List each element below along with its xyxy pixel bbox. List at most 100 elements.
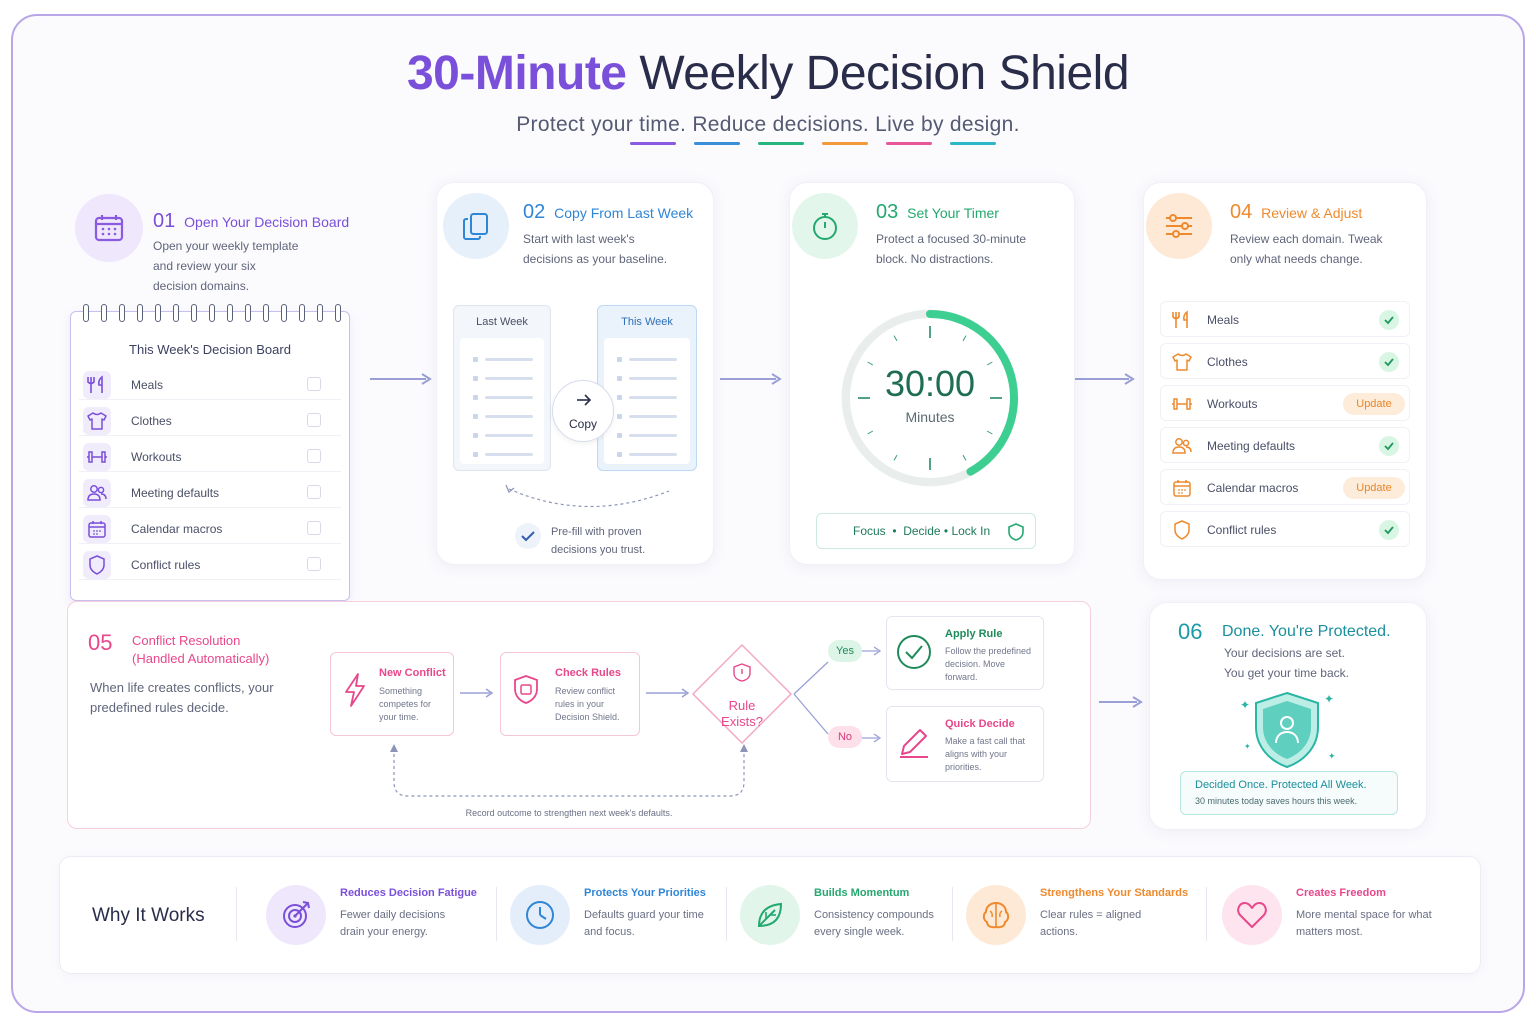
ring (155, 304, 161, 322)
board-row-label: Workouts (131, 450, 182, 464)
quick-decide-desc: Make a fast call that aligns with your p… (945, 736, 1026, 772)
doc-line (629, 396, 677, 399)
calendar-icon (1169, 475, 1195, 501)
checkmark-icon (1379, 310, 1399, 330)
ring (263, 304, 269, 322)
focus-bar: Focus • Decide • Lock In (816, 513, 1036, 549)
copy-button[interactable]: Copy (552, 380, 614, 442)
loop-note: Record outcome to strengthen next week's… (465, 808, 673, 818)
calendar-icon (83, 515, 111, 543)
board-row-conflict-rules[interactable]: Conflict rules (79, 548, 341, 580)
review-row-workouts[interactable]: Workouts Update (1160, 385, 1410, 421)
timer-tick (867, 361, 874, 366)
why-divider (496, 887, 497, 941)
step-04-card: 04 Review & Adjust Review each domain. T… (1143, 182, 1427, 580)
clock-icon (510, 885, 570, 945)
update-badge[interactable]: Update (1343, 477, 1405, 499)
arrow-5-to-6 (1099, 696, 1143, 708)
doc-bullet (473, 414, 478, 419)
svg-text:✦: ✦ (1328, 752, 1336, 762)
no-badge: No (828, 726, 862, 748)
row-checkbox[interactable] (307, 521, 321, 535)
board-row-meals[interactable]: Meals (79, 368, 341, 400)
step-02-note: Pre-fill with proven decisions you trust… (551, 526, 646, 556)
step-05-heading: Conflict Resolution (Handled Automatical… (132, 633, 270, 666)
step-05-panel: 05 Conflict Resolution (Handled Automati… (67, 601, 1091, 829)
quick-decide-box: Quick Decide Make a fast call that align… (886, 706, 1044, 782)
board-row-calendar-macros[interactable]: Calendar macros (79, 512, 341, 544)
board-row-clothes[interactable]: Clothes (79, 404, 341, 436)
ring (245, 304, 251, 322)
row-checkbox[interactable] (307, 413, 321, 427)
board-row-label: Calendar macros (131, 522, 223, 536)
step-05-number: 05 (88, 630, 113, 655)
review-row-meeting-defaults[interactable]: Meeting defaults (1160, 427, 1410, 463)
review-row-meals[interactable]: Meals (1160, 301, 1410, 337)
step-02-heading: 02 Copy From Last Week (523, 201, 694, 223)
row-checkbox[interactable] (307, 377, 321, 391)
timer-tick (962, 454, 967, 461)
review-row-conflict-rules[interactable]: Conflict rules (1160, 511, 1410, 547)
doc-bullet (617, 357, 622, 362)
shirt-icon (83, 407, 111, 435)
row-checkbox[interactable] (307, 449, 321, 463)
timer-tick (986, 361, 993, 366)
divider-dash (950, 142, 996, 145)
heart-icon (1222, 885, 1282, 945)
row-checkbox[interactable] (307, 557, 321, 571)
arrow-right-icon (577, 394, 592, 406)
ring (335, 304, 341, 322)
checkmark-icon (1379, 352, 1399, 372)
arrow-rules-to-decision (646, 688, 690, 698)
board-row-meeting-defaults[interactable]: Meeting defaults (79, 476, 341, 508)
board-row-label: Clothes (131, 414, 172, 428)
review-row-clothes[interactable]: Clothes (1160, 343, 1410, 379)
step-04-description: Review each domain. Tweak only what need… (1230, 232, 1383, 266)
row-checkbox[interactable] (307, 485, 321, 499)
why-item-title: Reduces Decision Fatigue (340, 887, 477, 899)
svg-text:✦: ✦ (1244, 742, 1251, 751)
ring (281, 304, 287, 322)
shield-icon (1008, 523, 1024, 541)
check-rules-desc: Review conflict rules in your Decision S… (555, 686, 620, 722)
doc-line (485, 377, 533, 380)
pencil-icon (900, 729, 928, 758)
doc-bullet (473, 395, 478, 400)
doc-bullet (473, 357, 478, 362)
fork-knife-icon (1169, 307, 1195, 333)
step-05-description: When life creates conflicts, your predef… (90, 680, 274, 715)
doc-line (629, 415, 677, 418)
review-row-label: Meeting defaults (1207, 439, 1296, 453)
ring (191, 304, 197, 322)
ring (119, 304, 125, 322)
timer-value: 30:00 (884, 363, 976, 404)
board-row-workouts[interactable]: Workouts (79, 440, 341, 472)
timer-dial (841, 309, 1019, 487)
arrow-1-to-2 (370, 373, 432, 385)
review-row-label: Workouts (1207, 397, 1258, 411)
doc-bullet (473, 433, 478, 438)
step-06-number: 06 (1178, 619, 1203, 644)
divider-dash (694, 142, 740, 145)
doc-bullet (617, 433, 622, 438)
step-01-description: Open your weekly template and review you… (153, 239, 299, 293)
target-icon (266, 885, 326, 945)
update-badge[interactable]: Update (1343, 393, 1405, 415)
last-week-label: Last Week (476, 316, 528, 328)
doc-line (629, 434, 677, 437)
step-06-title: Done. You're Protected. (1222, 623, 1391, 640)
new-conflict-box: New Conflict Something competes for your… (330, 652, 454, 736)
board-title: This Week's Decision Board (129, 342, 291, 357)
timer-tick (893, 454, 898, 461)
timer-tick (893, 335, 898, 342)
doc-line (629, 358, 677, 361)
divider-dash (758, 142, 804, 145)
doc-bullet (617, 395, 622, 400)
dumbbell-icon (83, 443, 111, 471)
